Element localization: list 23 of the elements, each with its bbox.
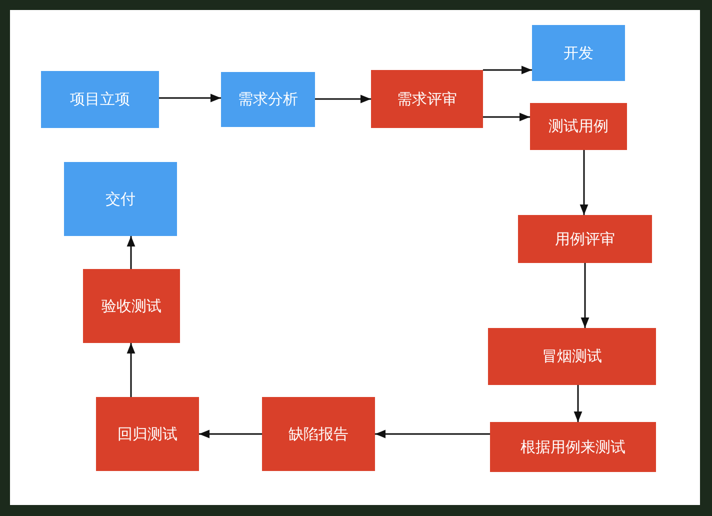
arrow bbox=[574, 385, 582, 422]
arrow bbox=[315, 94, 371, 104]
process-box: 交付 bbox=[64, 162, 177, 236]
arrow bbox=[483, 112, 530, 122]
process-box: 用例评审 bbox=[518, 215, 652, 263]
arrow bbox=[159, 94, 221, 102]
arrow bbox=[580, 150, 588, 215]
process-box: 需求分析 bbox=[221, 72, 315, 127]
process-box: 冒烟测试 bbox=[488, 328, 656, 385]
process-box: 测试用例 bbox=[530, 103, 627, 150]
arrow bbox=[580, 263, 590, 328]
process-box: 项目立项 bbox=[41, 71, 159, 128]
process-box: 验收测试 bbox=[83, 269, 180, 343]
process-box: 回归测试 bbox=[96, 397, 199, 471]
process-box: 开发 bbox=[532, 25, 625, 81]
process-box: 根据用例来测试 bbox=[490, 422, 656, 472]
arrow bbox=[483, 66, 532, 74]
process-box: 需求评审 bbox=[371, 70, 483, 128]
process-box: 缺陷报告 bbox=[262, 397, 375, 471]
arrow bbox=[375, 430, 490, 438]
arrow bbox=[126, 236, 136, 269]
arrow bbox=[199, 430, 262, 438]
arrow bbox=[126, 343, 136, 397]
